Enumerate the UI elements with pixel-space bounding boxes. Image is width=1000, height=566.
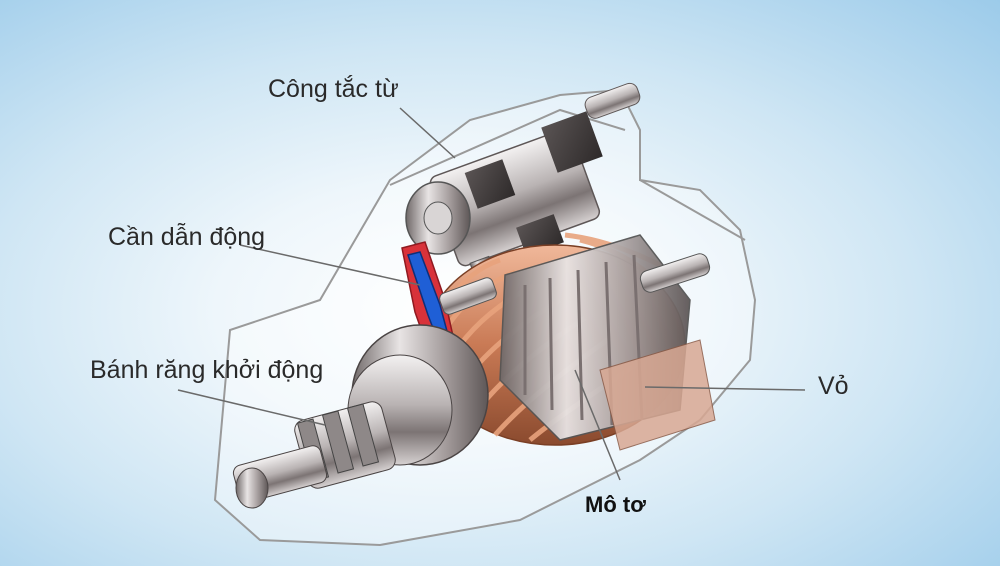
leader-drive-lever <box>239 244 421 286</box>
leader-lines <box>177 107 806 481</box>
housing-label: Vỏ <box>818 372 849 400</box>
leader-housing <box>644 386 806 391</box>
leader-solenoid <box>399 107 456 159</box>
solenoid-label: Công tắc từ <box>268 75 399 103</box>
leader-pinion <box>177 389 326 426</box>
motor-label: Mô tơ <box>585 492 646 517</box>
leader-motor <box>574 369 621 481</box>
drive-lever-label: Cần dẫn động <box>108 223 266 251</box>
pinion-gear-label: Bánh răng khởi động <box>90 356 324 384</box>
